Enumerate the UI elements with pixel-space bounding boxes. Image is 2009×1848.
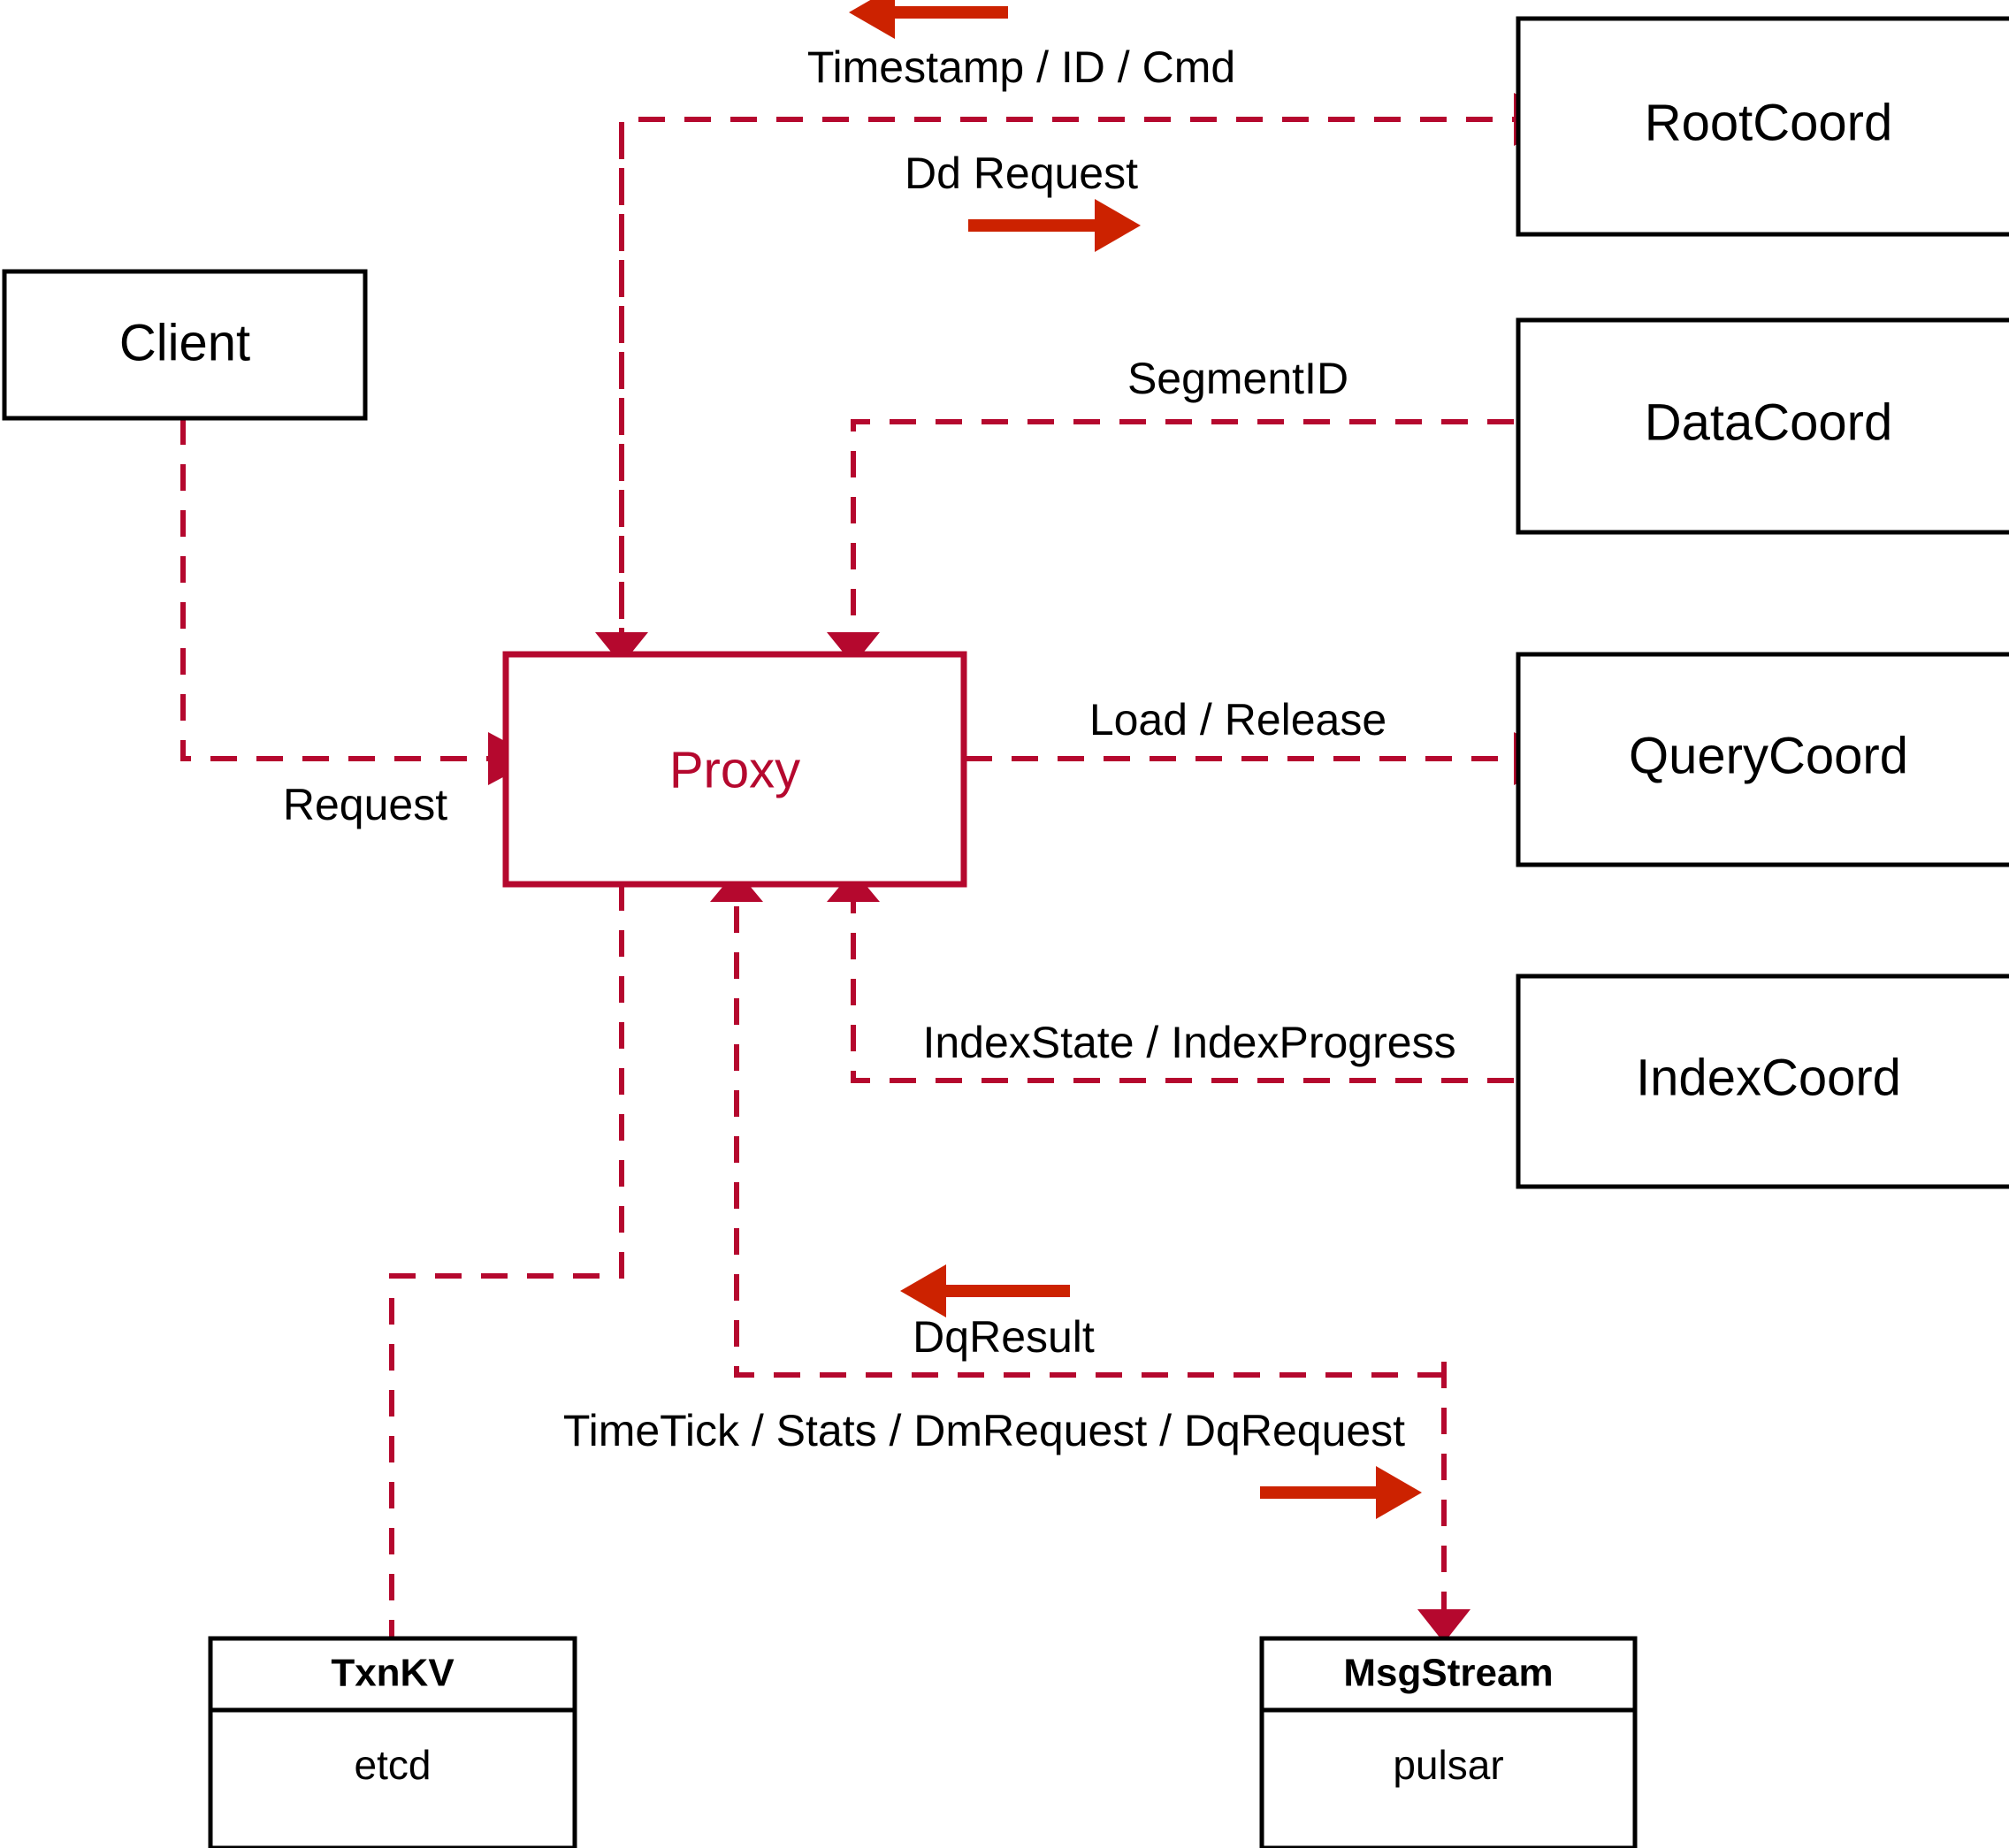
timetick-direction-arrow bbox=[1260, 1466, 1422, 1519]
node-querycoord-label: QueryCoord bbox=[1629, 727, 1908, 784]
dd-request-direction-arrow bbox=[968, 199, 1141, 252]
node-datacoord[interactable]: DataCoord bbox=[1516, 317, 2009, 535]
edge-dq-result-path bbox=[710, 870, 1444, 1378]
edge-request-path bbox=[180, 418, 538, 785]
edge-label-load-release: Load / Release bbox=[1089, 695, 1386, 745]
edge-segment-id-path bbox=[827, 419, 1514, 665]
edge-txnkv-path bbox=[389, 884, 624, 1637]
node-datacoord-label: DataCoord bbox=[1645, 393, 1892, 451]
edge-label-timetick-stats: TimeTick / Stats / DmRequest / DqRequest bbox=[563, 1406, 1405, 1455]
edge-label-segment-id: SegmentID bbox=[1127, 354, 1348, 403]
node-client-label: Client bbox=[119, 314, 250, 371]
node-txnkv-label: TxnKV bbox=[331, 1652, 455, 1695]
node-msgstream-sublabel: pulsar bbox=[1393, 1742, 1503, 1788]
node-txnkv[interactable]: TxnKV etcd bbox=[208, 1636, 577, 1848]
edge-timetick-path bbox=[1417, 1362, 1470, 1643]
node-msgstream-label: MsgStream bbox=[1343, 1652, 1553, 1695]
timestamp-direction-arrow bbox=[849, 0, 1008, 39]
node-indexcoord-label: IndexCoord bbox=[1636, 1049, 1901, 1106]
edge-label-timestamp-id-cmd: Timestamp / ID / Cmd bbox=[807, 42, 1235, 92]
node-client[interactable]: Client bbox=[2, 269, 368, 421]
dq-result-direction-arrow bbox=[900, 1264, 1070, 1317]
edge-label-dd-request: Dd Request bbox=[905, 149, 1138, 198]
node-proxy-label: Proxy bbox=[669, 741, 800, 798]
node-rootcoord-label: RootCoord bbox=[1645, 94, 1892, 151]
edge-timestamp-path bbox=[595, 133, 648, 665]
node-txnkv-sublabel: etcd bbox=[355, 1742, 432, 1788]
node-proxy[interactable]: Proxy bbox=[502, 651, 967, 888]
node-querycoord[interactable]: QueryCoord bbox=[1516, 652, 2009, 867]
node-indexcoord[interactable]: IndexCoord bbox=[1516, 974, 2009, 1189]
node-rootcoord[interactable]: RootCoord bbox=[1516, 16, 2009, 237]
node-msgstream[interactable]: MsgStream pulsar bbox=[1259, 1636, 1638, 1848]
edge-label-request: Request bbox=[283, 780, 447, 829]
edge-label-dq-result: DqResult bbox=[913, 1312, 1095, 1362]
edge-label-index-state: IndexState / IndexProgress bbox=[922, 1018, 1455, 1067]
